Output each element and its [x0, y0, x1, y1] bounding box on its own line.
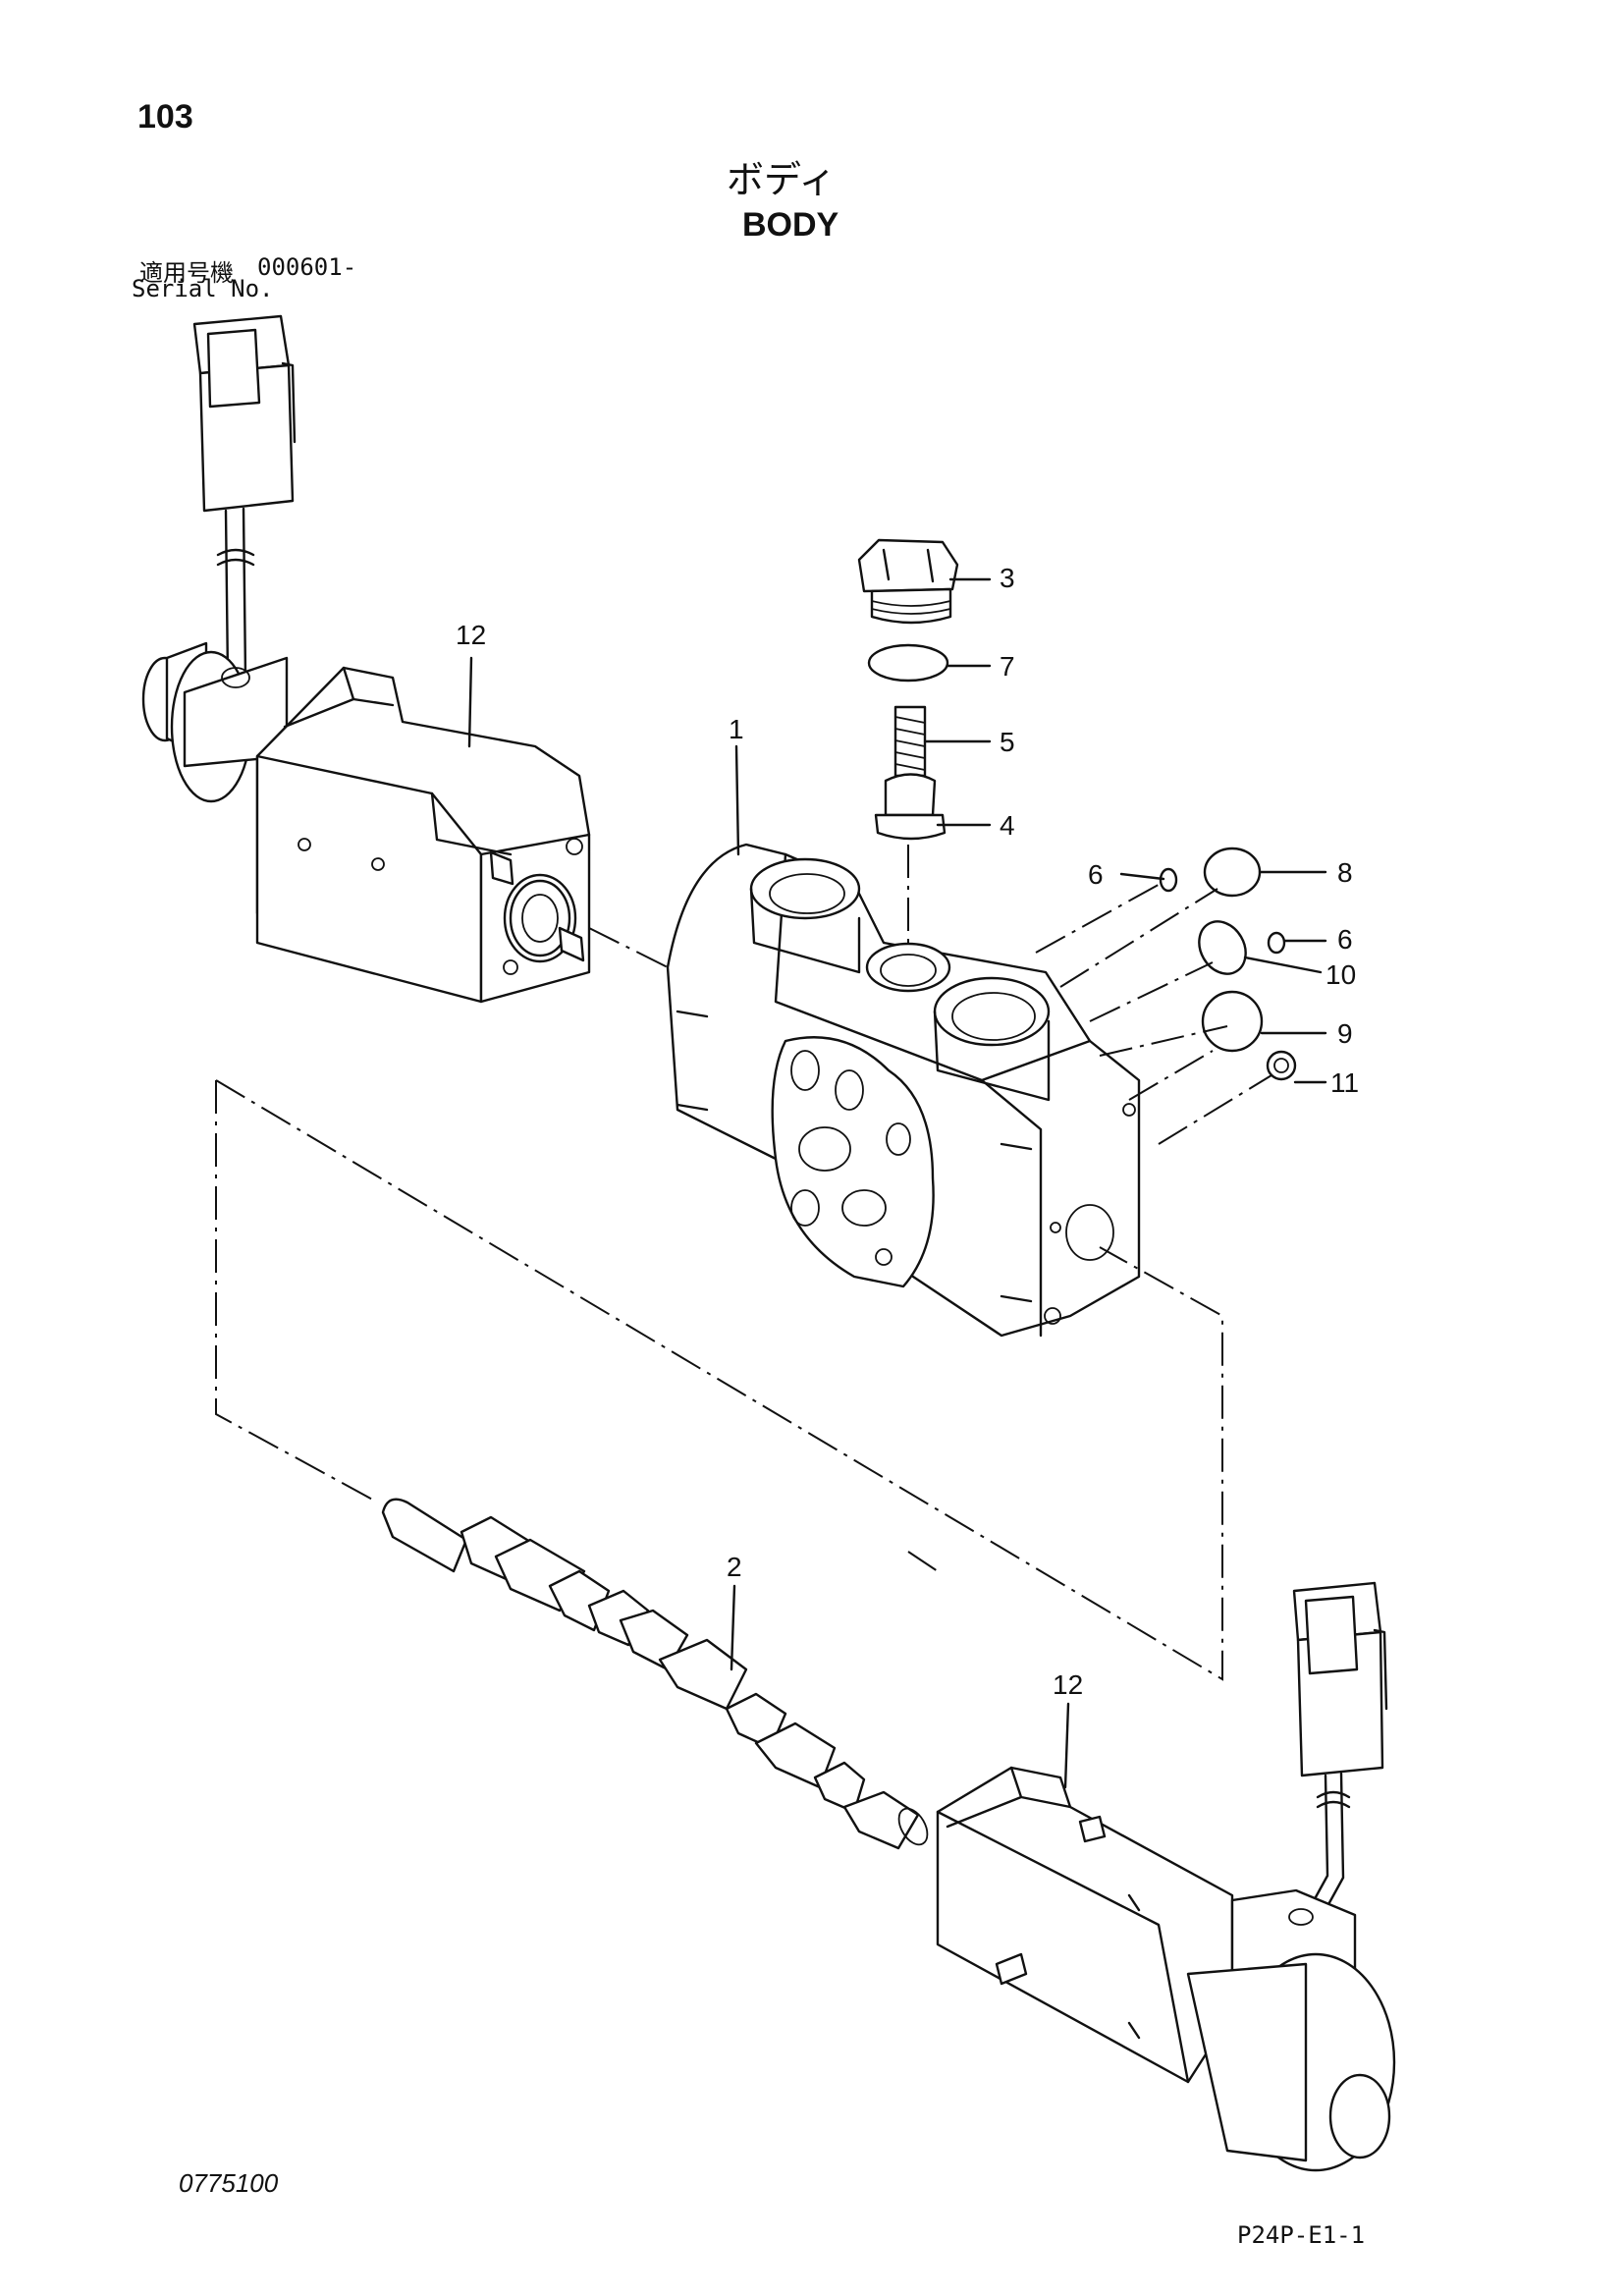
- valve-body: [666, 843, 1141, 1338]
- callout-1: 1: [729, 714, 744, 744]
- solenoid-right: [936, 1581, 1396, 2172]
- callout-10: 10: [1325, 959, 1356, 990]
- callout-2: 2: [727, 1552, 742, 1582]
- drawing-code: 0775100: [179, 2168, 279, 2198]
- callout-6-left: 6: [1088, 859, 1104, 890]
- callout-5: 5: [1000, 727, 1015, 757]
- callout-6-right: 6: [1337, 924, 1353, 955]
- page-title-japanese: ボディ: [727, 158, 837, 201]
- o-rings-right: [1159, 847, 1297, 1081]
- callout-11: 11: [1330, 1067, 1359, 1098]
- callout-8: 8: [1337, 857, 1353, 888]
- callout-12-left: 12: [456, 620, 486, 650]
- callout-4: 4: [1000, 810, 1015, 841]
- page-number: 103: [137, 98, 193, 136]
- serial-label-japanese: 適用号機: [139, 259, 234, 287]
- plug-part-3: [857, 538, 959, 625]
- callout-9: 9: [1337, 1018, 1353, 1049]
- spool-part-2: [381, 1498, 929, 1850]
- callout-3: 3: [1000, 563, 1015, 593]
- o-ring-7: [867, 643, 949, 683]
- solenoid-left: [141, 314, 591, 1004]
- leader-lines: [467, 577, 1327, 1789]
- page-title: BODY: [742, 206, 839, 244]
- spring-part-5: [893, 705, 927, 778]
- callout-7: 7: [1000, 651, 1015, 682]
- sheet-code: P24P-E1-1: [1237, 2221, 1366, 2249]
- serial-label: Serial No.: [132, 275, 274, 302]
- poppet-part-4: [874, 773, 947, 841]
- connector-left: [192, 314, 297, 680]
- callout-12-right: 12: [1053, 1669, 1083, 1700]
- connector-right: [1292, 1581, 1388, 1919]
- serial-number: 000601-: [257, 253, 357, 281]
